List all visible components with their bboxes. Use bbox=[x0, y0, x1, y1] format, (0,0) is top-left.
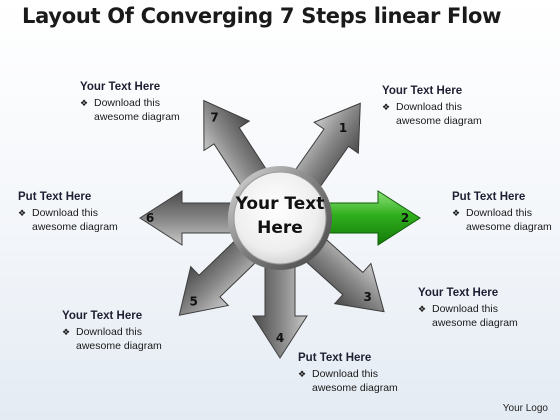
logo-placeholder: Your Logo bbox=[502, 403, 548, 414]
text-block-line: Download this bbox=[76, 326, 142, 338]
bullet-icon: ❖ bbox=[80, 98, 89, 108]
text-block-step-2: Put Text Here ❖ Download this awesome dia… bbox=[452, 190, 552, 234]
text-block-heading: Put Text Here bbox=[298, 352, 372, 364]
bullet-icon: ❖ bbox=[418, 304, 427, 314]
text-block-step-3: Your Text Here ❖ Download this awesome di… bbox=[418, 286, 518, 330]
text-block-line: Download this bbox=[432, 303, 498, 315]
text-block-step-6: Put Text Here ❖ Download this awesome dia… bbox=[18, 190, 118, 234]
text-block-step-5: Your Text Here ❖ Download this awesome di… bbox=[62, 309, 162, 353]
page-title: Layout Of Converging 7 Steps linear Flow bbox=[22, 4, 502, 28]
text-block-heading: Your Text Here bbox=[80, 81, 161, 93]
text-block-line: Download this bbox=[396, 101, 462, 113]
text-block-line: Download this bbox=[466, 207, 532, 219]
text-block-line: Download this bbox=[94, 97, 160, 109]
text-block-line: awesome diagram bbox=[466, 221, 552, 233]
text-block-heading: Put Text Here bbox=[452, 191, 526, 203]
text-block-heading: Your Text Here bbox=[418, 287, 499, 299]
bullet-icon: ❖ bbox=[62, 327, 71, 337]
text-block-line: awesome diagram bbox=[76, 340, 162, 352]
text-block-heading: Put Text Here bbox=[18, 191, 92, 203]
bullet-icon: ❖ bbox=[382, 102, 391, 112]
text-block-line: awesome diagram bbox=[94, 111, 180, 123]
step-arrow-6 bbox=[139, 190, 243, 246]
bullet-icon: ❖ bbox=[298, 369, 307, 379]
bullet-icon: ❖ bbox=[452, 208, 461, 218]
text-block-heading: Your Text Here bbox=[382, 85, 463, 97]
step-number-label: 6 bbox=[146, 211, 154, 225]
text-block-line: awesome diagram bbox=[396, 115, 482, 127]
text-block-step-4: Put Text Here ❖ Download this awesome dia… bbox=[298, 351, 398, 395]
hub-label-line2: Here bbox=[257, 218, 303, 238]
hub-label-line1: Your Text bbox=[235, 194, 325, 214]
text-block-heading: Your Text Here bbox=[62, 310, 143, 322]
step-number-label: 5 bbox=[190, 294, 198, 308]
text-block-line: Download this bbox=[312, 368, 378, 380]
bullet-icon: ❖ bbox=[18, 208, 27, 218]
text-block-step-1: Your Text Here ❖ Download this awesome di… bbox=[382, 84, 482, 128]
step-number-label: 2 bbox=[401, 211, 409, 225]
text-block-step-7: Your Text Here ❖ Download this awesome di… bbox=[80, 80, 180, 124]
step-number-label: 3 bbox=[364, 290, 372, 304]
text-block-line: awesome diagram bbox=[432, 317, 518, 329]
text-block-line: Download this bbox=[32, 207, 98, 219]
step-number-label: 1 bbox=[339, 121, 347, 135]
center-hub: Your Text Here bbox=[228, 166, 332, 270]
step-number-label: 4 bbox=[276, 331, 284, 345]
arrow-shape bbox=[139, 190, 243, 246]
step-number-label: 7 bbox=[210, 110, 218, 124]
text-block-line: awesome diagram bbox=[312, 382, 398, 394]
text-block-line: awesome diagram bbox=[32, 221, 118, 233]
